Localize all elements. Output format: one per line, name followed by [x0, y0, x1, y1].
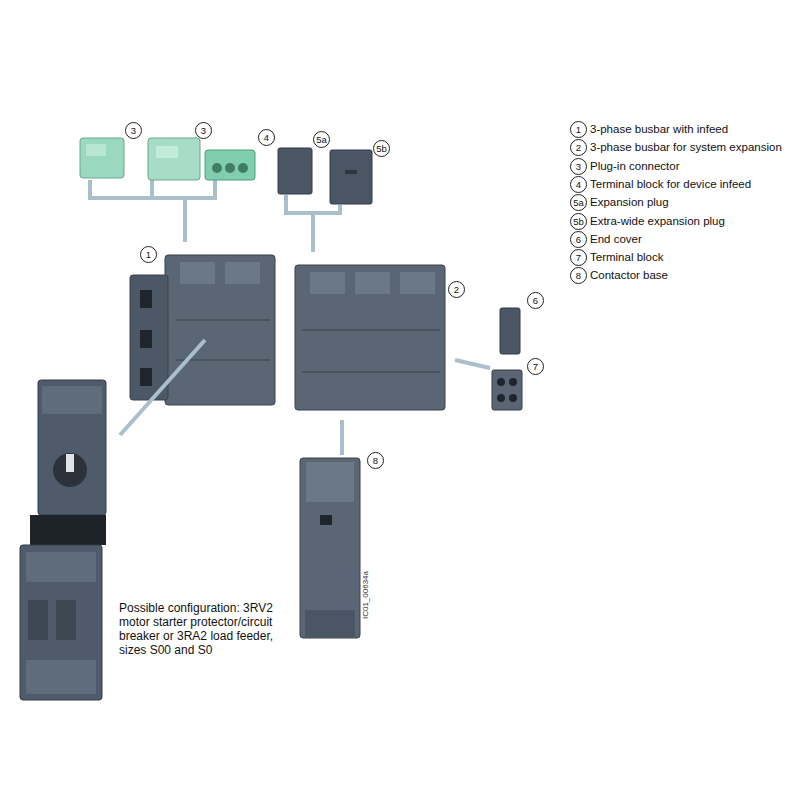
legend-text: Contactor base — [590, 267, 668, 283]
legend-number: 1 — [570, 121, 587, 138]
callout-number: 7 — [527, 358, 544, 375]
legend-number: 6 — [570, 231, 587, 248]
callout-number: 5a — [313, 131, 330, 148]
legend-text: Terminal block for device infeed — [590, 176, 751, 192]
callout-number: 4 — [258, 129, 275, 146]
image-code: IC01_00634a — [361, 571, 371, 619]
legend-text: End cover — [590, 231, 642, 247]
callout-number: 8 — [367, 452, 384, 469]
legend-number: 7 — [570, 249, 587, 266]
legend-number: 5b — [570, 213, 587, 230]
legend-text: 3-phase busbar with infeed — [590, 121, 728, 137]
legend-number: 2 — [570, 139, 587, 156]
callout-number: 5b — [373, 140, 390, 157]
legend-text: 3-phase busbar for system expansion — [590, 139, 782, 155]
legend-text: Expansion plug — [590, 194, 669, 210]
callout-number: 1 — [140, 246, 157, 263]
legend-number: 5a — [570, 194, 587, 211]
legend-number: 3 — [570, 158, 587, 175]
legend-number: 8 — [570, 267, 587, 284]
configuration-note: Possible configuration: 3RV2 motor start… — [119, 601, 299, 657]
callout-number: 6 — [527, 292, 544, 309]
callout-number: 3 — [125, 122, 142, 139]
legend-text: Plug-in connector — [590, 158, 680, 174]
legend-text: Terminal block — [590, 249, 664, 265]
legend-text: Extra-wide expansion plug — [590, 213, 725, 229]
legend-number: 4 — [570, 176, 587, 193]
callout-number: 2 — [448, 281, 465, 298]
callout-number: 3 — [195, 122, 212, 139]
